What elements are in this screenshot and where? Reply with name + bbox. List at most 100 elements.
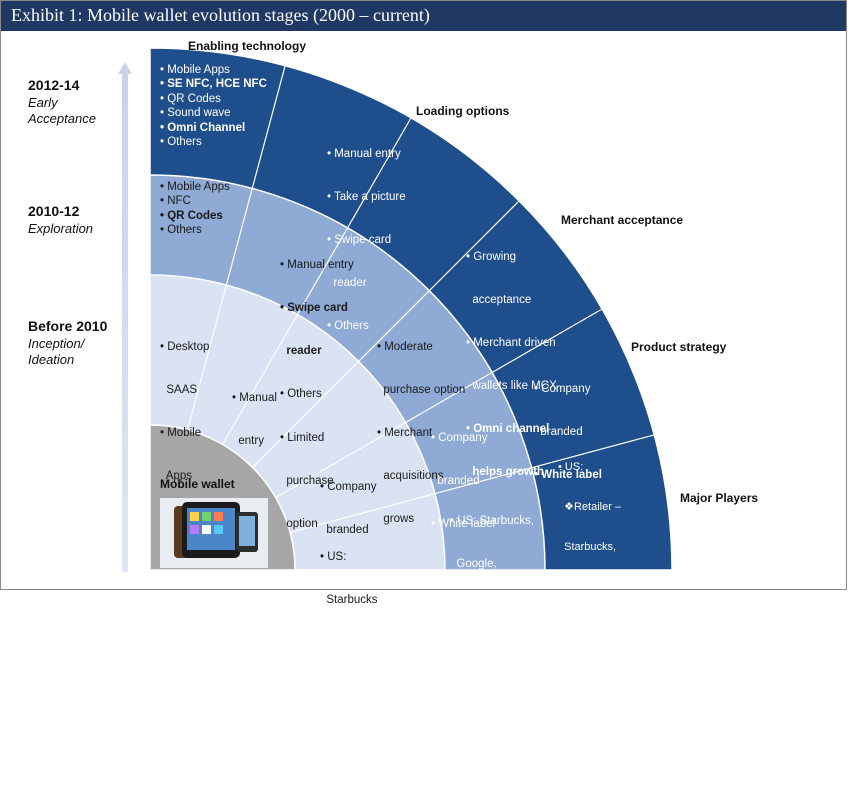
cell-line: • Growing	[466, 250, 517, 263]
stage-early-acceptance: 2012-14 Early Acceptance	[28, 77, 96, 127]
cell-product-pre2010: • Company branded	[320, 451, 376, 552]
exhibit-frame	[0, 0, 847, 590]
cell-line: acceptance	[466, 293, 532, 306]
sector-divider	[252, 200, 520, 468]
cell-line: • Swipe card	[280, 301, 348, 314]
mobile-wallet-image	[160, 498, 268, 568]
cell-line: ISIS, Paypal and	[558, 738, 647, 751]
cell-line: 100+ solutions	[558, 777, 636, 790]
cell-line: • QR Codes	[160, 92, 221, 105]
cell-line: • Mobile Apps	[160, 181, 230, 193]
cell-line: • US: Starbucks,	[450, 514, 534, 527]
stage-year: 2012-14	[28, 77, 80, 93]
cell-line: Apps	[160, 470, 192, 483]
cell-line: • Company	[534, 382, 591, 395]
cell-line: option	[280, 518, 318, 530]
cell-line: • NFC	[160, 195, 191, 208]
cell-line: • Others	[280, 388, 322, 401]
cell-line: • US:	[320, 550, 347, 563]
cell-loading-pre2010: • Manual entry	[232, 362, 277, 463]
cell-line: • Manual entry	[280, 258, 354, 271]
cell-line: branded	[320, 523, 369, 536]
stage-year: Before 2010	[28, 318, 108, 334]
cell-line: branded	[431, 474, 480, 487]
stage-name: Ideation	[28, 351, 75, 367]
cell-line: purchase option	[377, 383, 466, 396]
stage-exploration: 2010-12 Exploration	[28, 203, 93, 237]
stage-year: 2010-12	[28, 203, 80, 219]
cell-line: ❖Retailer –	[558, 500, 622, 513]
cell-line: Google,	[450, 557, 497, 570]
cell-line: • Sound wave	[160, 107, 231, 120]
header-major-players: Major Players	[680, 491, 759, 505]
cell-line: MCX	[558, 659, 589, 672]
stage-inception: Before 2010 Inception/ Ideation	[28, 318, 107, 368]
exhibit-title: Exhibit 1: Mobile wallet evolution stage…	[11, 5, 430, 25]
cell-line: • US:	[558, 461, 584, 474]
stage-name: Exploration	[28, 220, 94, 236]
stage-name: Inception/	[28, 335, 85, 351]
cell-players-pre2010: • US: Starbucks	[320, 521, 378, 622]
header-loading-options: Loading options	[416, 104, 510, 118]
cell-line: • Merchant driven	[466, 337, 556, 349]
title-bar: Exhibit 1: Mobile wallet evolution stage…	[1, 1, 846, 31]
cell-line: branded	[534, 425, 583, 438]
cell-line: ❖Merchants –	[558, 619, 635, 632]
cell-players-2012: • US: ❖Retailer – Starbucks, Dunkin donu…	[558, 435, 648, 804]
cell-line: SAAS	[160, 383, 198, 396]
header-merchant-acceptance: Merchant acceptance	[561, 213, 684, 227]
stage-name: Early	[28, 94, 58, 110]
cell-line: • Manual entry	[327, 147, 401, 160]
cell-line: • Swipe card	[327, 234, 392, 246]
cell-line: • Company	[320, 480, 377, 493]
cell-line: • Mobile Apps	[160, 64, 230, 76]
cell-enabling-pre2010: • Desktop SAAS • Mobile Apps	[160, 311, 209, 498]
center-mobile-wallet-label: Mobile wallet	[160, 477, 235, 491]
stage-name: Acceptance	[28, 110, 96, 126]
cell-line: • Omni Channel	[160, 121, 246, 134]
cell-line: • Take a picture	[327, 190, 406, 203]
cell-line: • Others	[160, 224, 202, 237]
sector-divider	[186, 65, 286, 431]
cell-line: • Merchant	[377, 427, 433, 439]
cell-line: Starbucks	[320, 593, 378, 606]
cell-line: • Others	[160, 135, 202, 148]
sector-divider	[289, 434, 655, 534]
cell-line: solutions	[450, 644, 502, 657]
cell-line: reader	[327, 277, 367, 290]
cell-line: ❖Tech – Google,	[558, 698, 648, 711]
timeline-arrow-icon	[118, 62, 132, 572]
cell-line: • Mobile	[160, 427, 202, 439]
cell-enabling-2012: • Mobile Apps • SE NFC, HCE NFC • QR Cod…	[160, 63, 267, 149]
cell-line: • Moderate	[377, 340, 433, 353]
cell-merchant-pre2010: • Limited purchase option	[280, 402, 334, 546]
cell-line: wallets like MCX	[466, 380, 557, 393]
sector-divider	[221, 117, 412, 445]
cell-players-2010: • US: Starbucks, Google, Paypal, 50 + so…	[450, 485, 534, 672]
cell-line: • White label	[431, 518, 496, 530]
cell-line: reader	[280, 345, 322, 357]
cell-product-2010: • Company branded • White label	[431, 402, 495, 546]
cell-line: grows	[377, 513, 415, 526]
cell-enabling-2010: • Mobile Apps • NFC • QR Codes • Others	[160, 180, 230, 238]
cell-line: • Desktop	[160, 340, 210, 353]
sector-divider	[275, 308, 603, 499]
cell-line: Paypal, 50 +	[450, 601, 521, 613]
cell-line: entry	[232, 434, 264, 447]
cell-line: Dunkin donuts	[558, 580, 635, 593]
cell-loading-2012: • Manual entry • Take a picture • Swipe …	[327, 118, 406, 348]
cell-line: purchase	[280, 474, 334, 487]
cell-line: acquisitions	[377, 470, 444, 483]
cell-line: • Company	[431, 431, 488, 444]
cell-merchant-2010: • Moderate purchase option • Merchant ac…	[377, 311, 465, 541]
cell-merchant-2012: • Growing acceptance • Merchant driven w…	[466, 221, 557, 494]
phone-wallet-icon	[174, 502, 258, 558]
cell-line: • SE NFC, HCE NFC	[160, 78, 267, 91]
cell-line: Starbucks,	[558, 540, 617, 553]
cell-product-2012: • Company branded • White label	[534, 353, 602, 497]
header-product-strategy: Product strategy	[631, 340, 727, 354]
evolution-quarter-circle-diagram	[149, 47, 673, 571]
cell-loading-2010: • Manual entry • Swipe card reader • Oth…	[280, 229, 354, 416]
cell-line: • White label	[534, 469, 602, 481]
cell-line: • Manual	[232, 391, 277, 404]
